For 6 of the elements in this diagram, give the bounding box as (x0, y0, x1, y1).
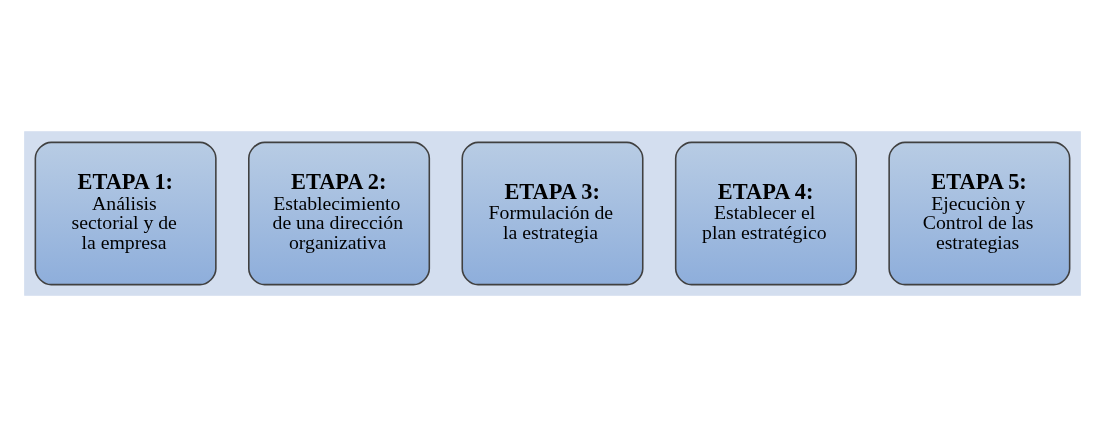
node-box: ETAPA 5: Ejecuciòn y Control de las estrategias (888, 141, 1071, 286)
node-box: ETAPA 3: Formulación de la estrategia (461, 141, 644, 286)
node-box: ETAPA 4: Establecer el plan estratégico (674, 141, 857, 286)
cluster (24, 131, 1081, 296)
node-box: ETAPA 2: Establecimiento de una dirección organizativa (248, 141, 431, 286)
node-box: ETAPA 1: Análisis sectorial y de la empresa (34, 141, 217, 286)
